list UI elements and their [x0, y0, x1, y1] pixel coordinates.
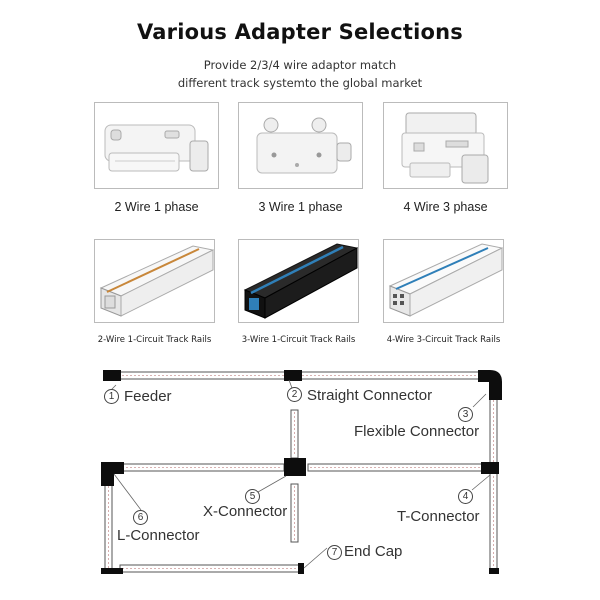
adapter-label-2-wire: 2 Wire 1 phase [114, 200, 199, 214]
x-connector-part [284, 458, 306, 476]
feeder-label: Feeder [124, 388, 172, 405]
track-layout-drawing [101, 370, 502, 574]
rail-label-4-wire: 4-Wire 3-Circuit Track Rails [386, 335, 501, 345]
flexible-connector-label: Flexible Connector [354, 423, 480, 440]
rail-label-2-wire: 2-Wire 1-Circuit Track Rails [97, 335, 212, 345]
subtitle-line-2: different track systemto the global mark… [177, 76, 423, 90]
adapter-label-3-wire: 3 Wire 1 phase [258, 200, 343, 214]
callout-number-2: 2 [287, 387, 302, 402]
end-cap-part-bottom [298, 563, 304, 574]
rail-photo-4-wire [383, 239, 504, 323]
adapter-photo-2-wire [94, 102, 219, 189]
adapter-label-4-wire: 4 Wire 3 phase [403, 200, 488, 214]
subtitle-line-1: Provide 2/3/4 wire adaptor match [203, 58, 397, 72]
t-connector-part [481, 462, 499, 474]
end-cap-part-left [101, 568, 123, 574]
feeder-part [103, 370, 121, 381]
x-connector-label: X-Connector [203, 503, 288, 520]
callout-number-7: 7 [327, 545, 342, 560]
track-layout-diagram: 1 Feeder 2 Straight Connector 3 Flexible… [0, 360, 600, 600]
rail-label-3-wire: 3-Wire 1-Circuit Track Rails [241, 335, 356, 345]
page-title: Various Adapter Selections [136, 20, 464, 44]
end-cap-part-right [489, 568, 499, 574]
callout-number-3: 3 [458, 407, 473, 422]
rail-photo-2-wire [94, 239, 215, 323]
t-connector-label: T-Connector [397, 508, 480, 525]
adapter-photo-3-wire [238, 102, 363, 189]
callout-number-1: 1 [104, 389, 119, 404]
l-connector-label: L-Connector [117, 527, 200, 544]
flexible-connector-part [478, 370, 502, 400]
l-connector-part [101, 462, 124, 486]
end-cap-label: End Cap [344, 543, 403, 560]
callout-number-6: 6 [133, 510, 148, 525]
straight-connector-part [284, 370, 302, 381]
rail-photo-3-wire [238, 239, 359, 323]
callout-number-4: 4 [458, 489, 473, 504]
callout-number-5: 5 [245, 489, 260, 504]
straight-connector-label: Straight Connector [307, 387, 433, 404]
adapter-photo-4-wire [383, 102, 508, 189]
